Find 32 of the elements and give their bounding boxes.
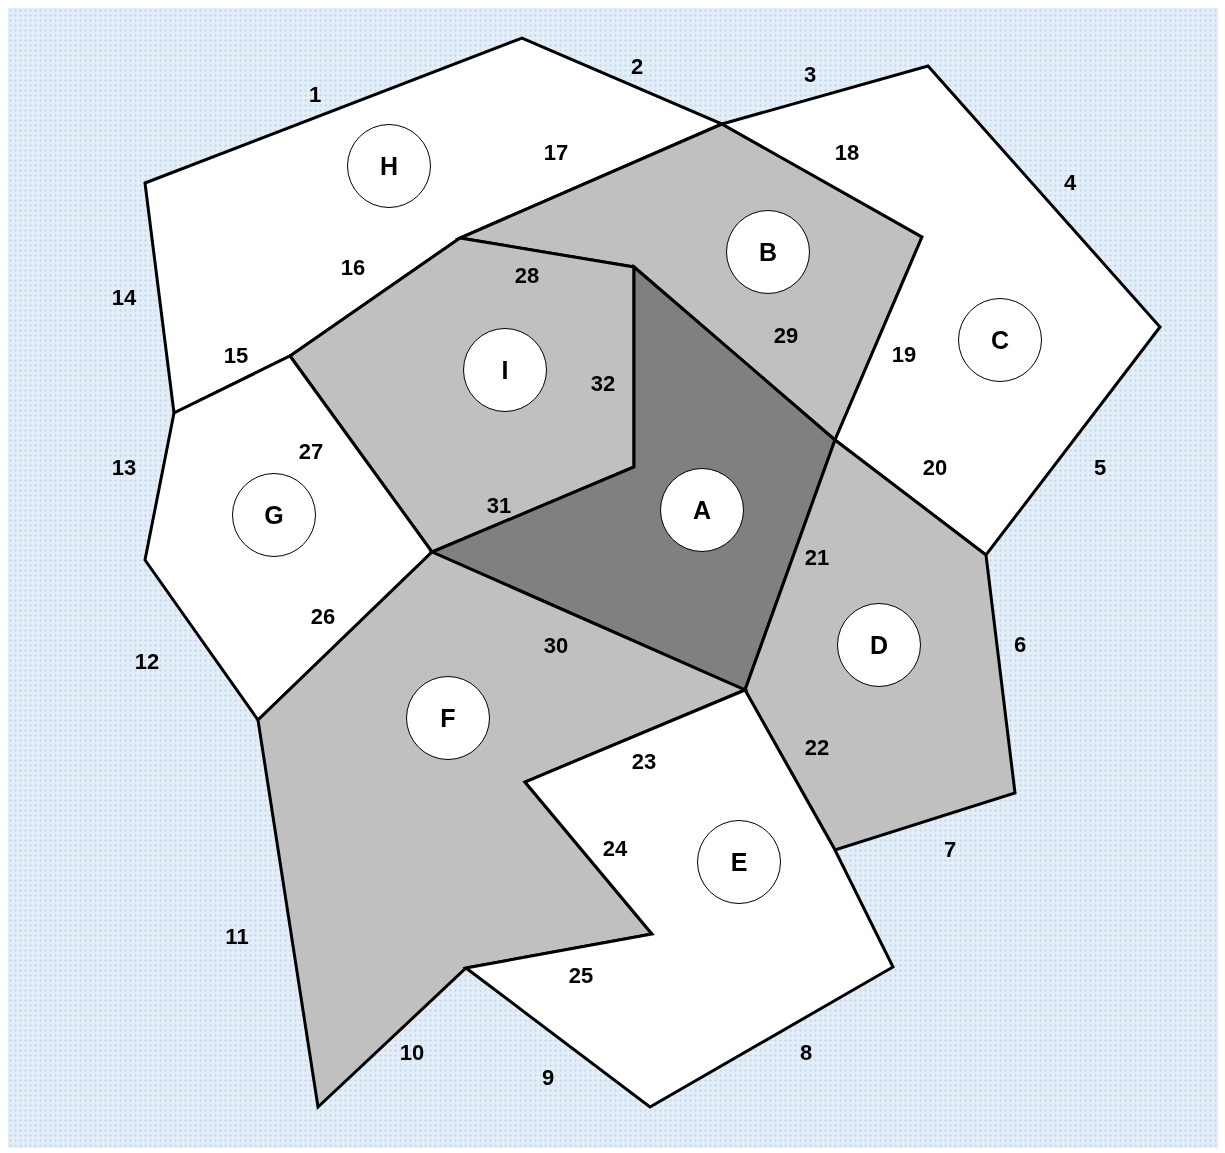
border-number: 9 (541, 1065, 555, 1091)
border-number: 6 (1013, 632, 1027, 658)
border-number: 10 (399, 1040, 425, 1066)
border-number: 1 (308, 82, 322, 108)
border-number: 29 (773, 323, 799, 349)
border-number: 15 (223, 343, 249, 369)
border-number: 13 (111, 455, 137, 481)
border-number: 18 (834, 140, 860, 166)
border-number: 31 (486, 493, 512, 519)
border-number: 21 (804, 545, 830, 571)
border-number: 30 (543, 633, 569, 659)
border-number: 20 (922, 455, 948, 481)
border-number: 23 (631, 749, 657, 775)
border-number: 26 (310, 604, 336, 630)
border-number: 11 (225, 924, 249, 950)
border-number: 3 (803, 62, 817, 88)
border-number: 8 (799, 1040, 813, 1066)
border-number: 12 (134, 649, 160, 675)
border-number: 17 (543, 140, 569, 166)
border-number: 27 (298, 439, 324, 465)
border-number: 5 (1093, 455, 1107, 481)
border-number: 22 (804, 735, 830, 761)
border-number: 2 (630, 54, 644, 80)
border-number: 14 (111, 285, 137, 311)
border-number: 28 (514, 263, 540, 289)
border-number: 25 (568, 963, 594, 989)
border-number: 24 (602, 836, 628, 862)
border-number: 4 (1063, 170, 1077, 196)
border-number: 7 (943, 837, 957, 863)
border-number: 19 (891, 342, 917, 368)
border-number: 16 (340, 255, 366, 281)
border-number: 32 (590, 371, 616, 397)
